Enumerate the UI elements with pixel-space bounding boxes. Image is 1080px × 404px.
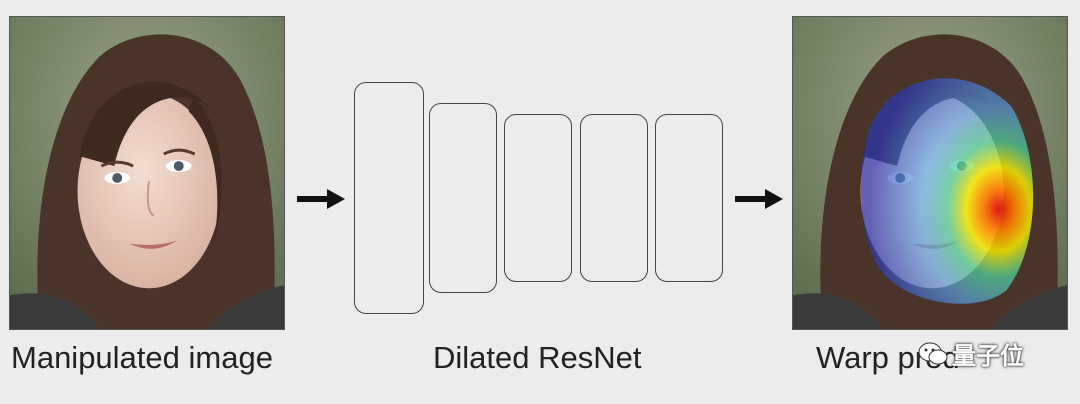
resnet-layer-block [504, 114, 572, 282]
watermark-text: 量子位 [952, 342, 1024, 370]
resnet-layer-block [429, 103, 497, 293]
resnet-layer-block [354, 82, 424, 314]
warp-prediction-heatmap-photo [792, 16, 1068, 330]
resnet-layer-block [655, 114, 723, 282]
input-caption: Manipulated image [11, 340, 273, 375]
watermark: 量子位 [918, 336, 1024, 371]
resnet-layer-block [580, 114, 648, 282]
manipulated-face-photo [9, 16, 285, 330]
wechat-icon [918, 342, 948, 364]
network-caption: Dilated ResNet [433, 340, 642, 375]
arrow-right-icon [297, 189, 345, 209]
arrow-right-icon [735, 189, 783, 209]
